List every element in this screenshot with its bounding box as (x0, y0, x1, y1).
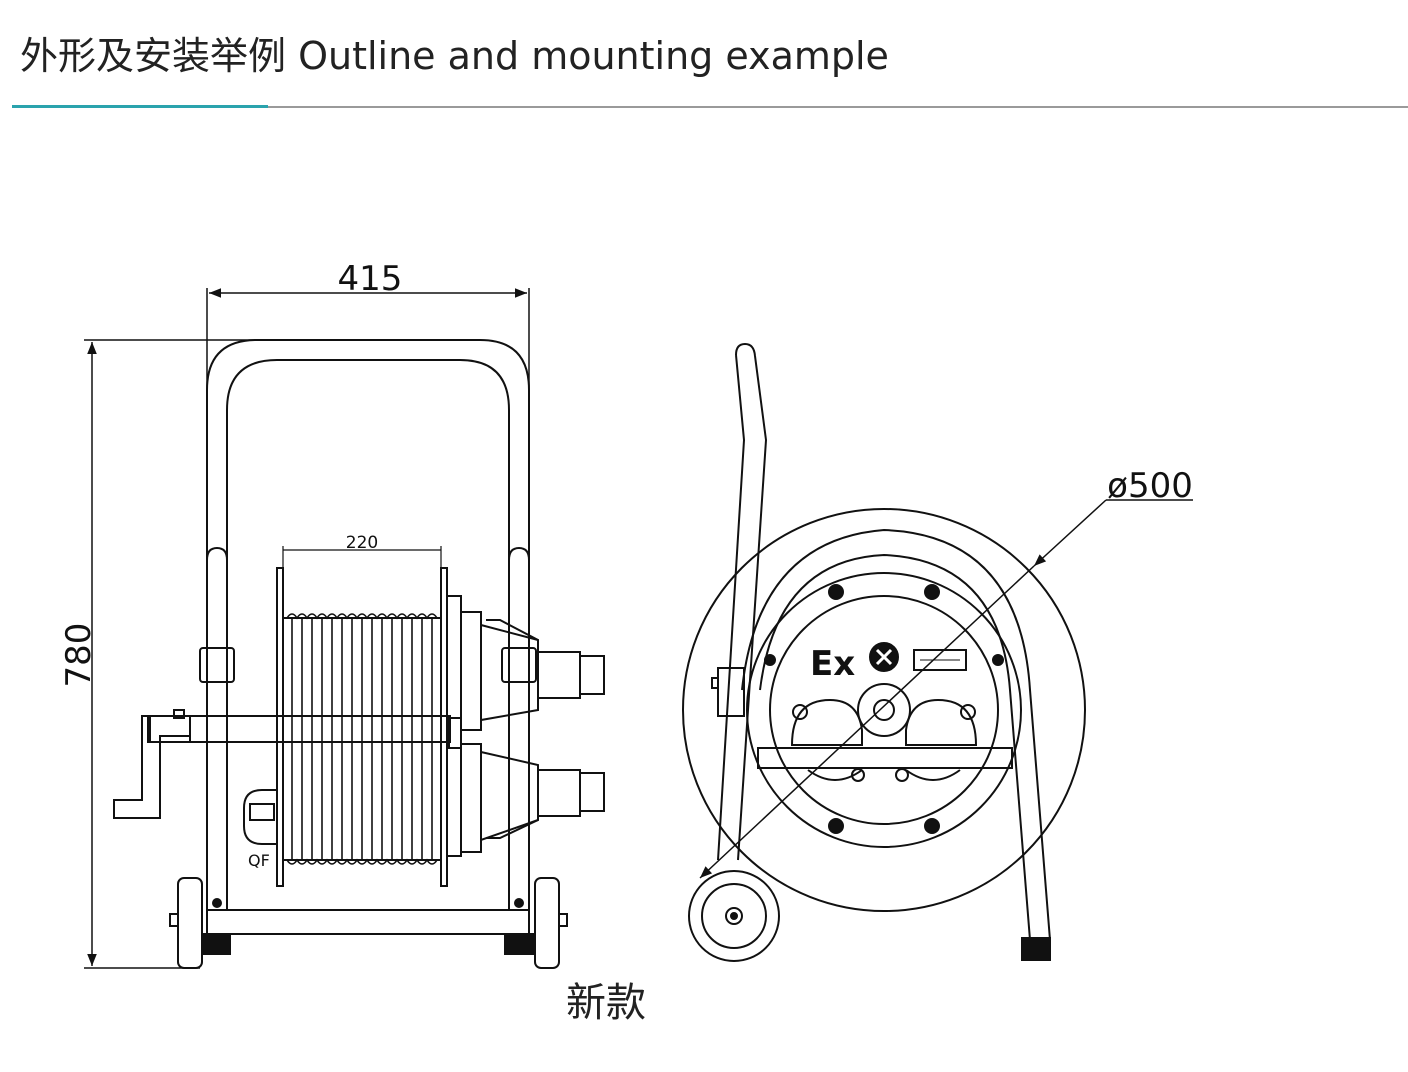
page-title: 外形及安装举例 Outline and mounting example (20, 34, 889, 78)
socket-assemblies (446, 595, 605, 857)
page-header: 外形及安装举例 Outline and mounting example (0, 0, 1408, 112)
width-dimension: 415 (206, 259, 530, 520)
side-frame (711, 342, 1051, 961)
drum-flange (682, 508, 1086, 912)
diameter-dimension-label: ø500 (1107, 466, 1193, 506)
header-accent-bar (12, 105, 268, 108)
crank-handle (113, 709, 191, 819)
width-dimension-label: 415 (338, 259, 403, 299)
diameter-dimension: ø500 (699, 466, 1193, 879)
side-wheel (688, 870, 780, 962)
height-dimension: 780 (59, 339, 470, 969)
cable-drum: 220 (276, 533, 448, 887)
breaker-label: QF (248, 851, 270, 870)
front-view: 415 780 (59, 259, 605, 969)
nameplate (913, 649, 967, 671)
frame-handle (199, 339, 537, 910)
drum-dimension-label: 220 (346, 533, 378, 553)
height-dimension-label: 780 (59, 623, 99, 688)
front-wheels (169, 877, 568, 969)
figure-caption: 新款 (566, 980, 646, 1026)
side-view: Ex ø500 (682, 342, 1193, 962)
ex-mark: Ex (810, 644, 855, 684)
header-divider (12, 106, 1408, 108)
breaker-switch: QF (243, 789, 278, 870)
